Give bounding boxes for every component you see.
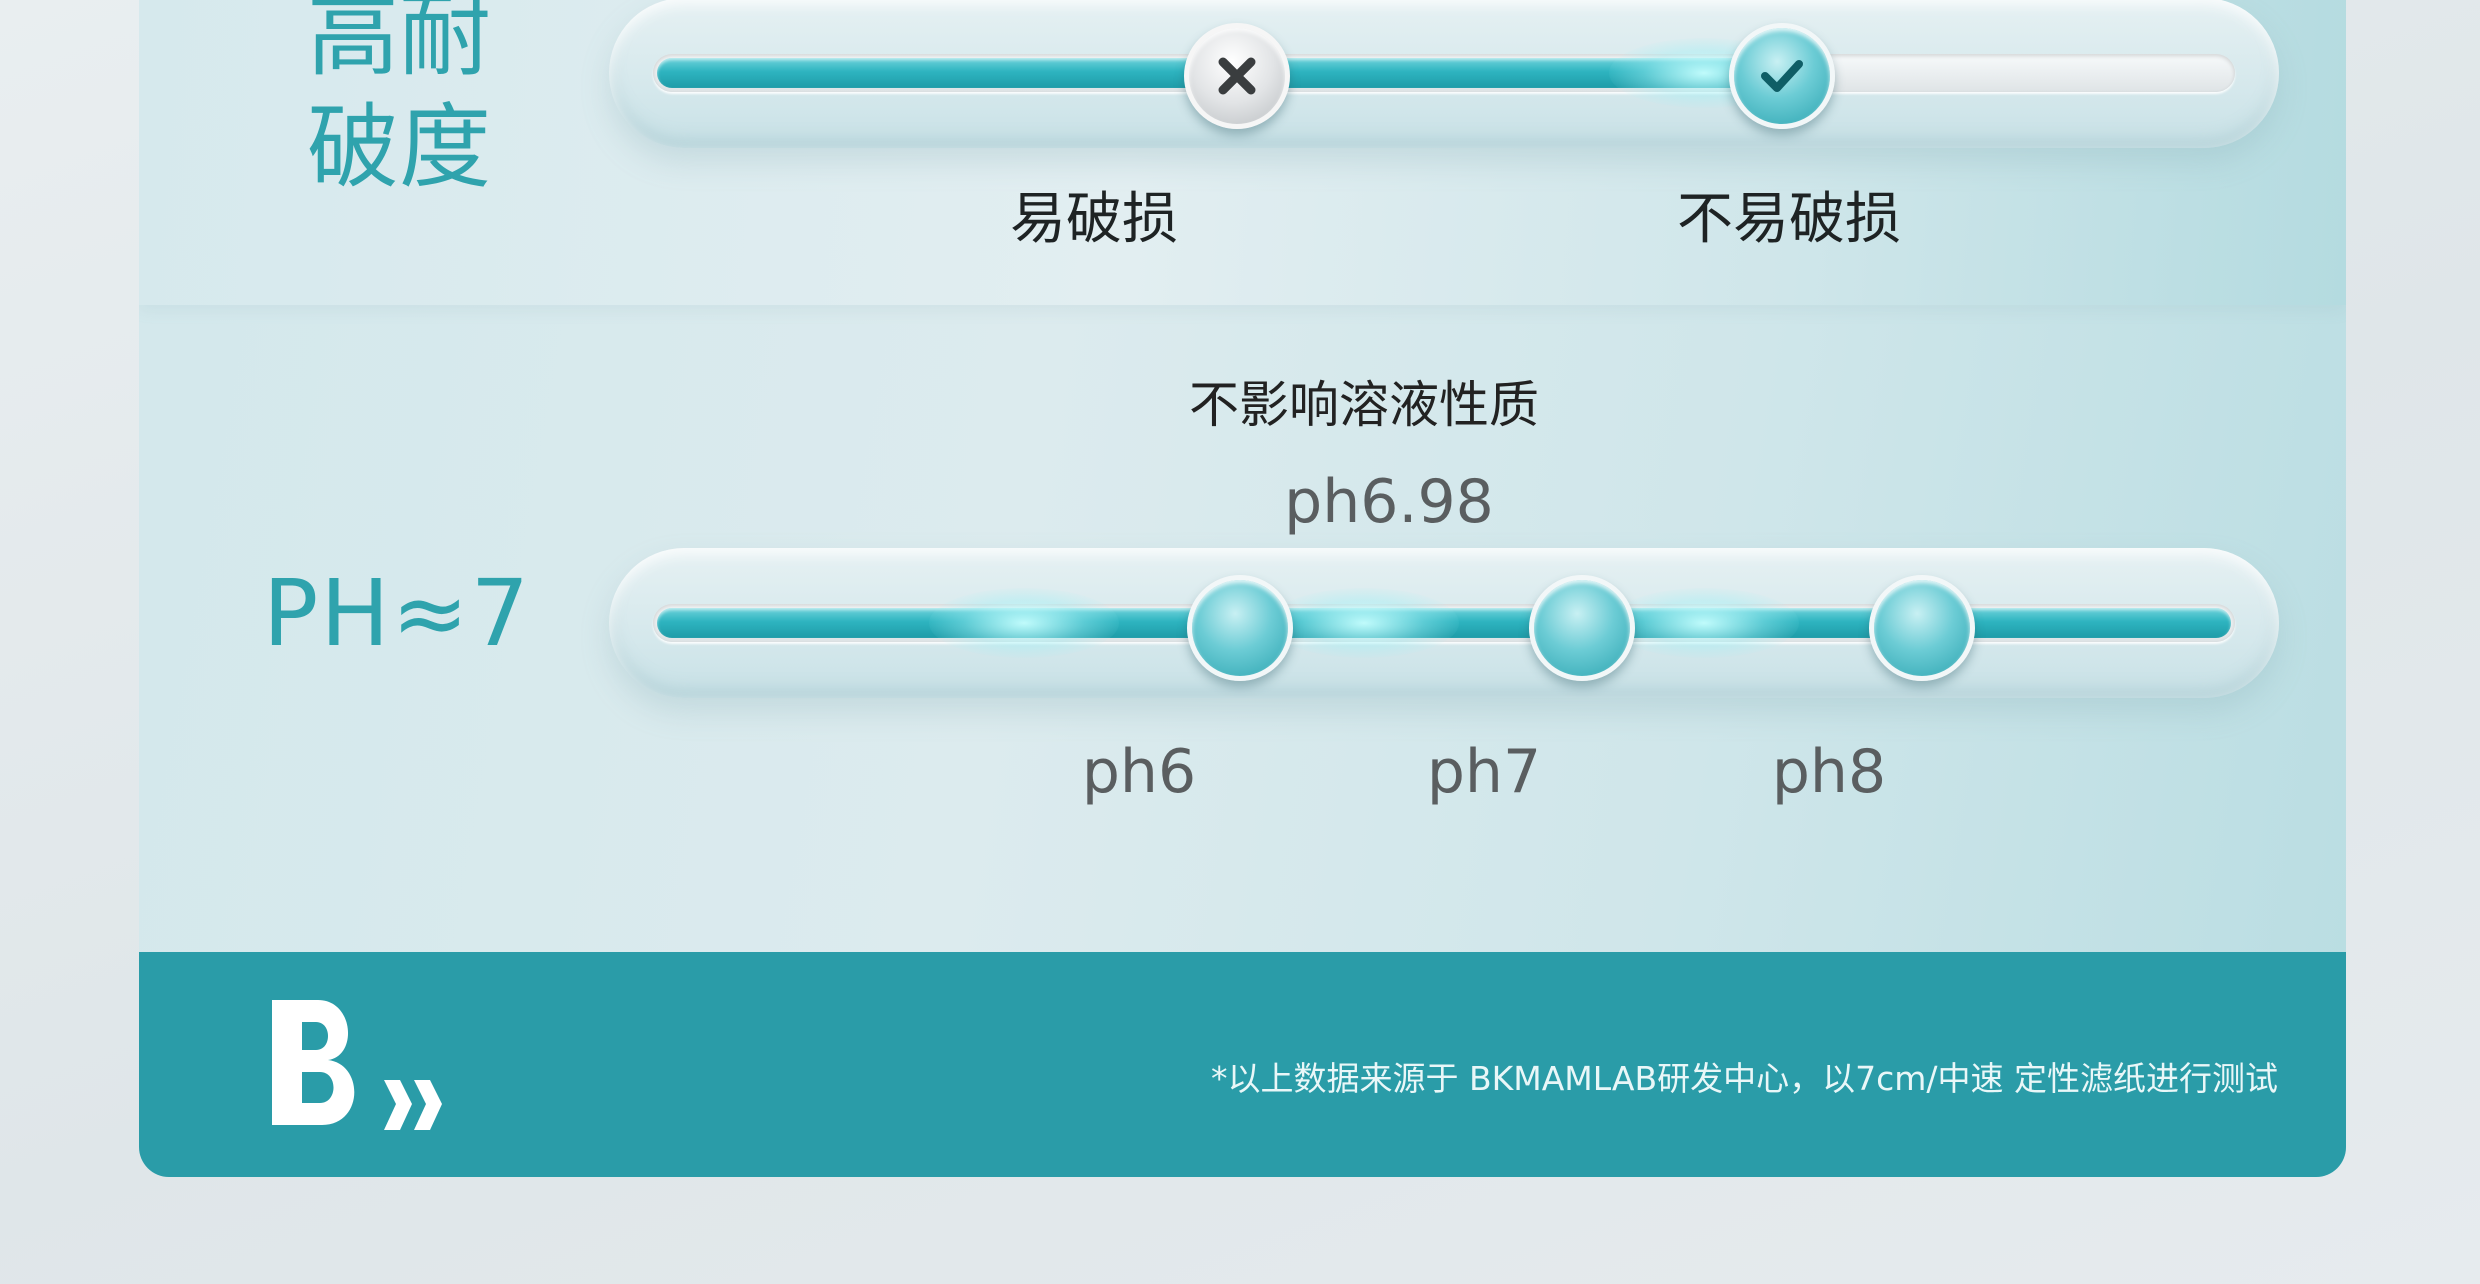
ph-glow-1: [929, 588, 1119, 658]
info-card: 高耐 破度 易破损 不易破损 不影响溶液性质 ph6.98 PH≈7: [139, 0, 2346, 1177]
ph6-knob: [1187, 575, 1293, 681]
label-fragile: 易破损: [1010, 187, 1178, 252]
ph-value-label: ph6.98: [1284, 467, 1494, 537]
durability-title: 高耐 破度: [289, 0, 509, 204]
ph-glow-2: [1269, 588, 1459, 658]
tick-ph7: ph7: [1426, 737, 1542, 807]
durability-slider: [609, 0, 2279, 148]
x-icon: [1184, 23, 1290, 129]
ph-subtitle: 不影响溶液性质: [1189, 376, 1539, 434]
data-source-note: *以上数据来源于 BKMAMLAB研发中心，以7cm/中速 定性滤纸进行测试: [1210, 1059, 2278, 1098]
ph-slider: [609, 548, 2279, 698]
durability-title-line2: 破度: [306, 94, 491, 201]
ph8-knob: [1869, 575, 1975, 681]
ph7-knob: [1529, 575, 1635, 681]
durability-title-line1: 高耐: [306, 0, 491, 89]
check-icon: [1729, 23, 1835, 129]
tick-ph8: ph8: [1771, 737, 1887, 807]
bk-logo: [272, 1000, 452, 1139]
tick-ph6: ph6: [1081, 737, 1197, 807]
footer-bar: *以上数据来源于 BKMAMLAB研发中心，以7cm/中速 定性滤纸进行测试: [139, 952, 2346, 1177]
durability-track: [653, 54, 2235, 92]
ph-glow-3: [1609, 588, 1799, 658]
label-durable: 不易破损: [1677, 187, 1901, 252]
ph-title: PH≈7: [262, 560, 532, 667]
